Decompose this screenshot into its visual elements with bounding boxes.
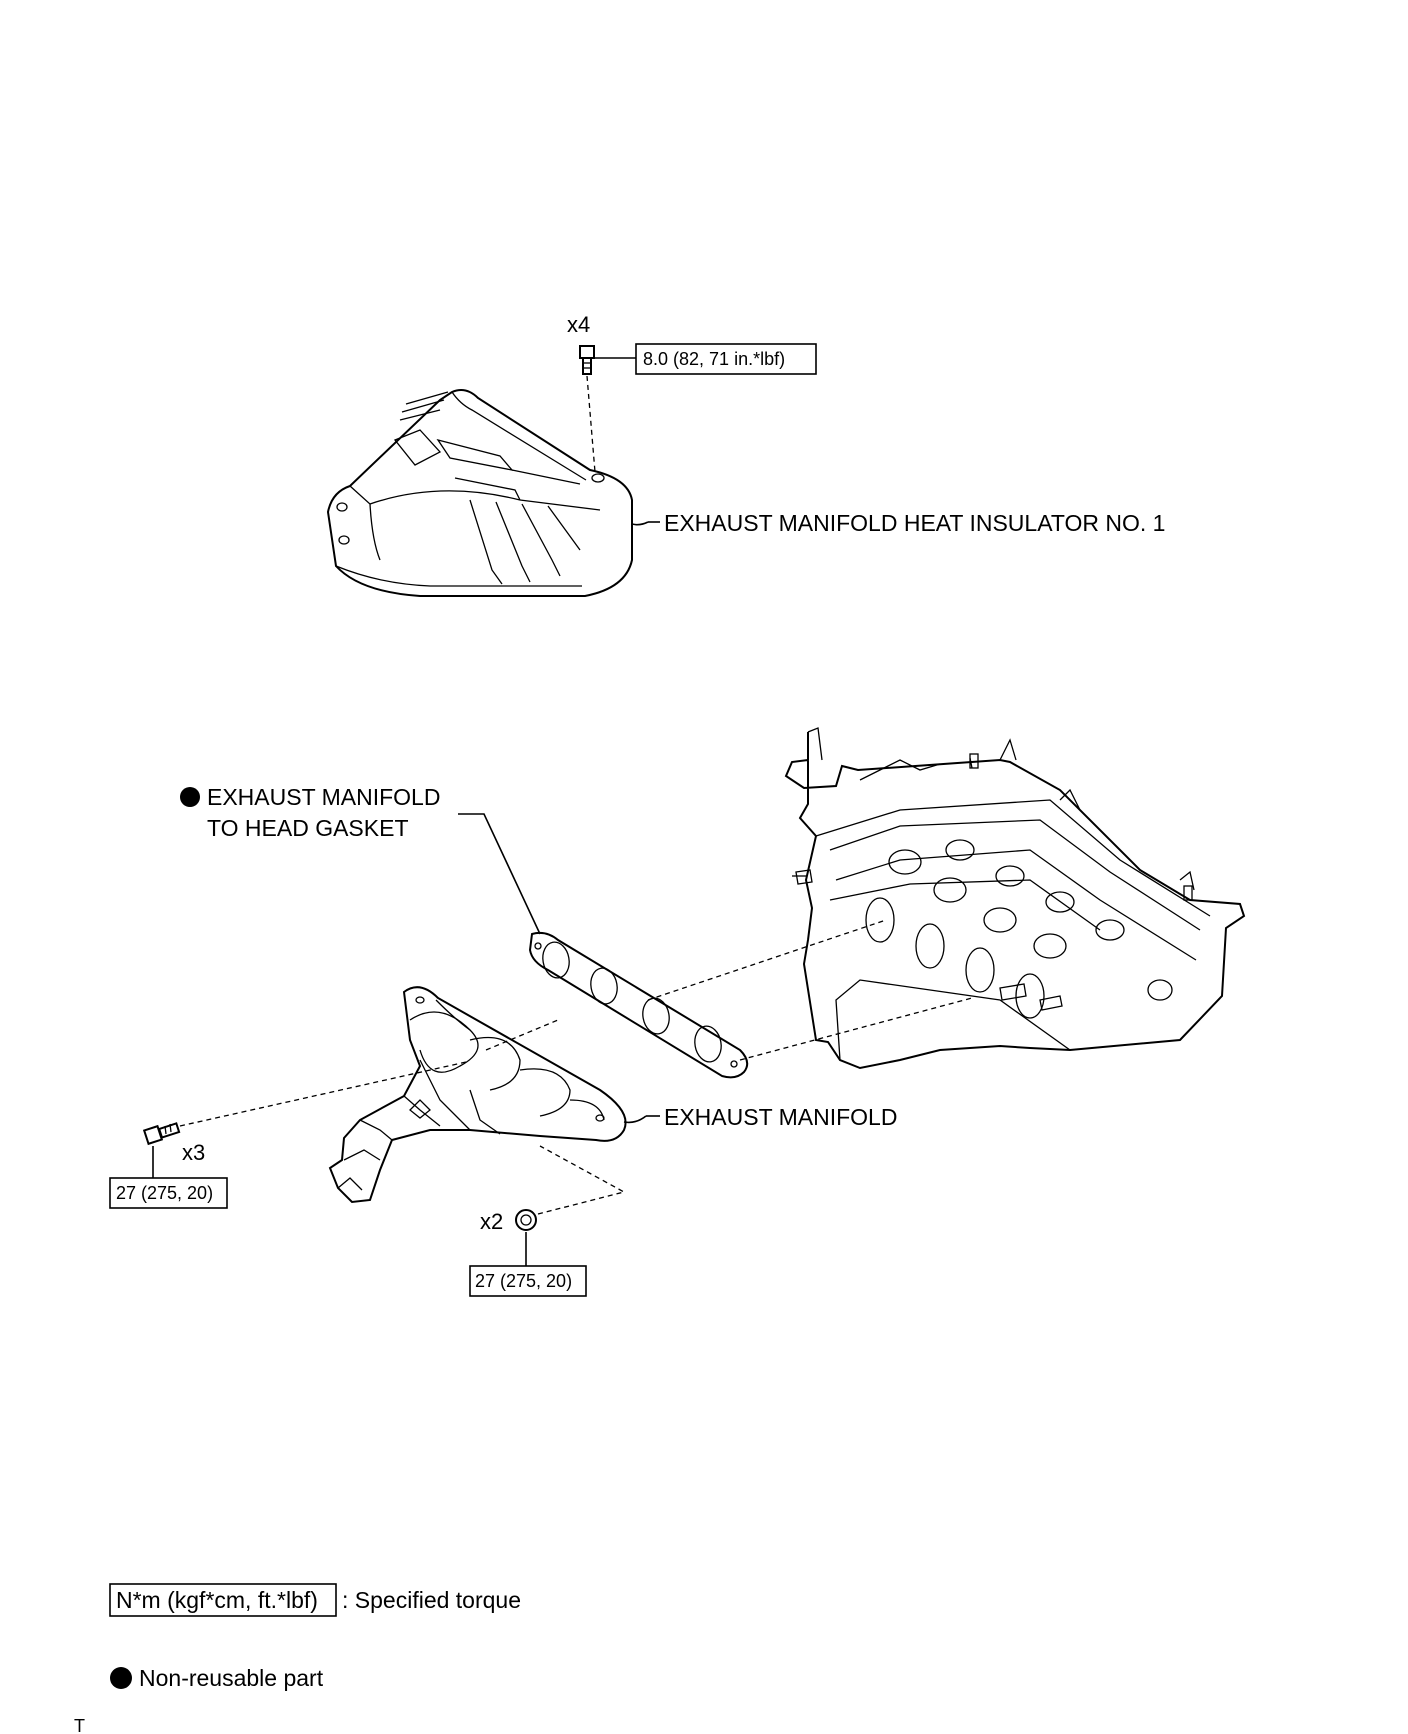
manifold-nut-torque: 27 (275, 20) xyxy=(475,1271,572,1291)
legend-torque-units: N*m (kgf*cm, ft.*lbf) xyxy=(116,1587,318,1613)
legend-torque-desc: : Specified torque xyxy=(342,1587,521,1613)
cylinder-head-part xyxy=(784,727,1246,1070)
legend-non-reusable: Non-reusable part xyxy=(139,1665,324,1691)
non-reusable-mark-icon xyxy=(180,787,200,807)
heat-insulator-part xyxy=(326,389,633,597)
gasket-label-line2: TO HEAD GASKET xyxy=(207,815,409,841)
legend-torque-box xyxy=(109,1583,337,1617)
insulator-bolt-qty: x4 xyxy=(567,312,590,337)
manifold-bolt-torque-box xyxy=(109,1177,228,1209)
footer-mark: T xyxy=(74,1716,85,1734)
exhaust-manifold-label: EXHAUST MANIFOLD xyxy=(664,1104,897,1130)
gasket-label-line1: EXHAUST MANIFOLD xyxy=(207,784,440,810)
bolt-icon xyxy=(579,345,595,375)
manifold-nut-torque-box xyxy=(469,1265,587,1297)
insulator-torque-box xyxy=(635,343,817,375)
heat-insulator-label: EXHAUST MANIFOLD HEAT INSULATOR NO. 1 xyxy=(664,510,1165,536)
manifold-nut-qty: x2 xyxy=(480,1209,503,1234)
manifold-bolt-qty: x3 xyxy=(182,1140,205,1165)
gasket-part xyxy=(528,931,749,1079)
bolt-icon xyxy=(142,1122,181,1146)
exhaust-manifold-part xyxy=(328,986,627,1204)
non-reusable-legend-icon xyxy=(110,1667,132,1689)
manifold-bolt-torque: 27 (275, 20) xyxy=(116,1183,213,1203)
nut-icon xyxy=(515,1209,537,1231)
insulator-torque: 8.0 (82, 71 in.*lbf) xyxy=(643,349,785,369)
